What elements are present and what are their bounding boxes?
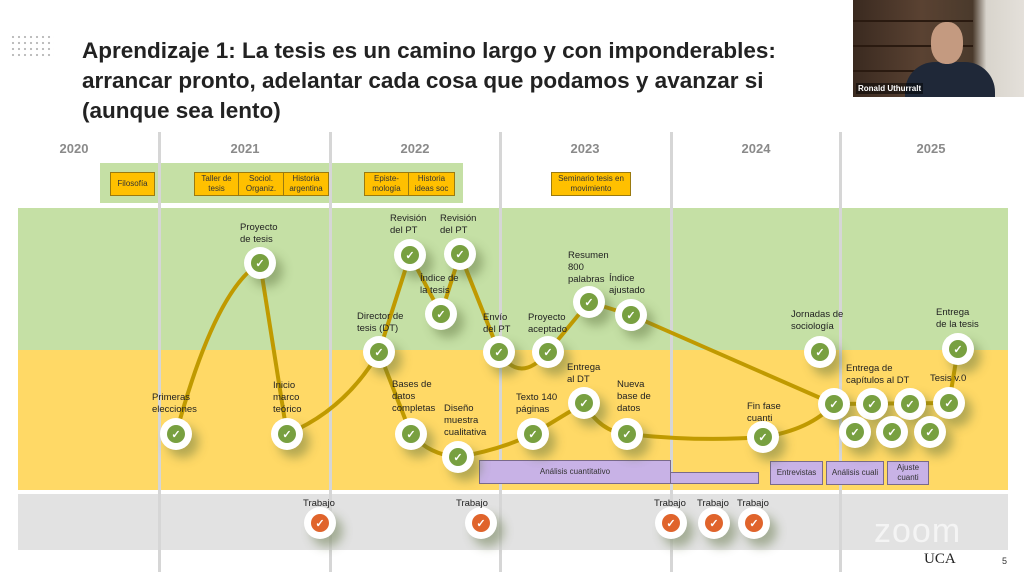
bar-entrevistas: Entrevistas xyxy=(770,461,823,485)
check-icon: ✓ xyxy=(160,418,192,450)
check-icon: ✓ xyxy=(573,286,605,318)
milestone-label: Envío del PT xyxy=(483,312,511,335)
check-icon: ✓ xyxy=(876,416,908,448)
milestone-label: Inicio marco teórico xyxy=(273,380,302,415)
page-number: 5 xyxy=(1002,556,1008,566)
work-label: Trabajo xyxy=(697,498,729,509)
check-icon: ✓ xyxy=(839,416,871,448)
milestone-label: Fin fase cuanti xyxy=(747,401,781,424)
year-divider xyxy=(329,132,332,572)
participant-face xyxy=(931,22,963,64)
zoom-watermark: zoom xyxy=(874,512,962,550)
check-icon: ✓ xyxy=(747,421,779,453)
milestone-label: Resumen 800 palabras xyxy=(568,250,609,285)
milestone-label: Revisión del PT xyxy=(390,213,427,236)
decorative-dots xyxy=(10,34,54,58)
course-box: Taller de tesis xyxy=(194,172,239,196)
check-icon: ✓ xyxy=(894,388,926,420)
milestone-label: Revisión del PT xyxy=(440,213,477,236)
bar-analisis-cuali: Análisis cuali xyxy=(826,461,884,485)
check-icon: ✓ xyxy=(611,418,643,450)
bar-ajuste-cuanti: Ajuste cuanti xyxy=(887,461,929,485)
milestone-label: Entrega de la tesis xyxy=(936,307,979,330)
milestone-label: Proyecto aceptado xyxy=(528,312,568,335)
check-icon: ✓ xyxy=(568,387,600,419)
check-icon: ✓ xyxy=(465,507,497,539)
check-icon: ✓ xyxy=(395,418,427,450)
milestone-label: Entrega al DT xyxy=(567,362,601,385)
course-box: Seminario tesis en movimiento xyxy=(551,172,631,196)
milestone-label: Tesis v.0 xyxy=(930,373,967,384)
check-icon: ✓ xyxy=(615,299,647,331)
check-icon: ✓ xyxy=(532,336,564,368)
milestone-label: Director de tesis (DT) xyxy=(357,311,404,334)
milestone-label: Proyecto de tesis xyxy=(240,222,278,245)
work-label: Trabajo xyxy=(303,498,335,509)
year-divider xyxy=(158,132,161,572)
year-divider xyxy=(839,132,842,572)
bar-extension xyxy=(670,472,759,484)
bar-analisis-cuantitativo: Análisis cuantitativo xyxy=(479,460,671,484)
check-icon: ✓ xyxy=(517,418,549,450)
course-box: Filosofía xyxy=(110,172,155,196)
work-band xyxy=(18,494,1008,550)
work-label: Trabajo xyxy=(737,498,769,509)
check-icon: ✓ xyxy=(483,336,515,368)
check-icon: ✓ xyxy=(304,507,336,539)
check-icon: ✓ xyxy=(363,336,395,368)
milestone-label: Nueva base de datos xyxy=(617,379,651,414)
check-icon: ✓ xyxy=(914,416,946,448)
year-label: 2024 xyxy=(741,141,771,156)
course-box: Sociol. Organiz. xyxy=(238,172,284,196)
course-box: Historia argentina xyxy=(283,172,329,196)
work-label: Trabajo xyxy=(654,498,686,509)
milestone-label: Entrega de capítulos al DT xyxy=(846,363,910,386)
milestone-label: Jornadas de sociología xyxy=(791,309,844,332)
slide-title: Aprendizaje 1: La tesis es un camino lar… xyxy=(82,38,776,123)
year-label: 2020 xyxy=(59,141,89,156)
check-icon: ✓ xyxy=(738,507,770,539)
work-label: Trabajo xyxy=(456,498,488,509)
milestone-label: Índice de la tesis xyxy=(420,273,459,296)
green-band xyxy=(18,208,1008,350)
check-icon: ✓ xyxy=(394,239,426,271)
check-icon: ✓ xyxy=(271,418,303,450)
milestone-label: Bases de datos completas xyxy=(392,379,436,414)
year-label: 2021 xyxy=(230,141,260,156)
check-icon: ✓ xyxy=(804,336,836,368)
participant-name: Ronald Uthurralt xyxy=(856,83,924,94)
year-label: 2025 xyxy=(916,141,946,156)
bookshelf xyxy=(853,20,973,22)
year-label: 2023 xyxy=(570,141,600,156)
check-icon: ✓ xyxy=(818,388,850,420)
check-icon: ✓ xyxy=(856,388,888,420)
check-icon: ✓ xyxy=(425,298,457,330)
check-icon: ✓ xyxy=(942,333,974,365)
course-box: Episte- mología xyxy=(364,172,409,196)
check-icon: ✓ xyxy=(244,247,276,279)
webcam-video: Ronald Uthurralt xyxy=(853,0,1024,97)
year-label: 2022 xyxy=(400,141,430,156)
check-icon: ✓ xyxy=(698,507,730,539)
milestone-label: Índice ajustado xyxy=(609,273,645,296)
course-box: Historia ideas soc xyxy=(408,172,455,196)
year-divider xyxy=(670,132,673,572)
check-icon: ✓ xyxy=(933,387,965,419)
check-icon: ✓ xyxy=(442,441,474,473)
bookshelf xyxy=(853,45,973,47)
check-icon: ✓ xyxy=(655,507,687,539)
milestone-label: Diseño muestra cualitativa xyxy=(444,403,487,438)
milestone-label: Texto 140 páginas xyxy=(516,392,558,415)
milestone-label: Primeras elecciones xyxy=(152,392,197,415)
uca-logo: UCA xyxy=(924,551,956,567)
check-icon: ✓ xyxy=(444,238,476,270)
